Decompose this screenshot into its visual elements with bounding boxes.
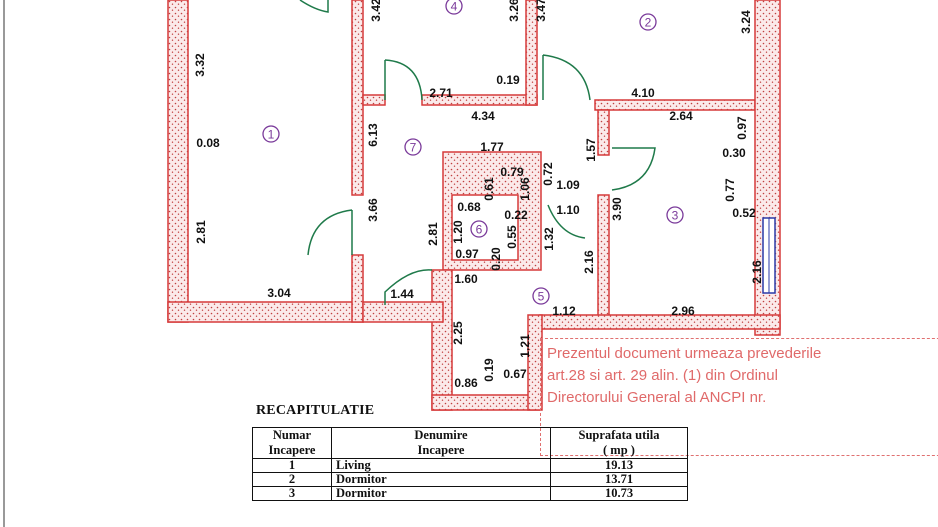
dimension-label: 3.47 xyxy=(534,0,548,22)
dimension-label: 1.12 xyxy=(552,304,576,318)
dimension-label: 1.57 xyxy=(584,138,598,162)
dimension-label: 3.32 xyxy=(193,53,207,77)
dimension-label: 3.04 xyxy=(267,286,291,300)
row-number: 3 xyxy=(252,486,332,501)
room-number-marker: 3 xyxy=(666,206,684,224)
dimension-label: 3.66 xyxy=(366,198,380,222)
room-markers: 1 2 3 4 5 6 7 xyxy=(262,0,684,305)
dimension-label: 2.81 xyxy=(426,222,440,246)
room-number-marker: 5 xyxy=(532,287,550,305)
dimension-label: 1.77 xyxy=(480,140,504,154)
dimension-label: 0.52 xyxy=(732,206,756,220)
svg-text:7: 7 xyxy=(410,141,417,155)
dimension-label: 1.21 xyxy=(518,334,532,358)
row-area: 10.73 xyxy=(550,486,688,501)
doors xyxy=(299,0,656,305)
dimension-label: 2.16 xyxy=(582,250,596,274)
dimension-label: 1.06 xyxy=(518,177,532,201)
header-name: Denumire Incapere xyxy=(331,427,551,459)
dimension-label: 4.10 xyxy=(631,86,655,100)
dimension-label: 2.96 xyxy=(671,304,695,318)
dimension-label: 3.42 xyxy=(369,0,383,22)
dimension-label: 1.20 xyxy=(451,220,465,244)
svg-text:3: 3 xyxy=(672,209,679,223)
recap-header-row: Numar Incapere Denumire Incapere Suprafa… xyxy=(252,427,688,459)
table-row: 2 Dormitor 13.71 xyxy=(252,472,688,487)
dimension-label: 0.86 xyxy=(454,376,478,390)
dimension-label: 1.60 xyxy=(454,272,478,286)
dimension-label: 2.71 xyxy=(429,86,453,100)
dimension-label: 1.10 xyxy=(556,203,580,217)
room-number-marker: 2 xyxy=(639,13,657,31)
dimension-label: 0.55 xyxy=(505,225,519,249)
row-area: 19.13 xyxy=(550,458,688,473)
dimension-label: 0.77 xyxy=(723,178,737,202)
dimension-labels: 3.42 3.26 3.47 3.24 3.32 2.71 0.19 4.10 4.34 0.08… xyxy=(193,0,764,390)
svg-text:6: 6 xyxy=(476,223,483,237)
dimension-label: 0.22 xyxy=(504,208,528,222)
dimension-label: 4.34 xyxy=(471,109,495,123)
table-row: 1 Living 19.13 xyxy=(252,458,688,473)
dimension-label: 3.26 xyxy=(507,0,521,22)
dimension-label: 0.19 xyxy=(482,358,496,382)
dimension-label: 3.24 xyxy=(739,10,753,34)
recap-table: Numar Incapere Denumire Incapere Suprafa… xyxy=(252,427,688,501)
dimension-label: 0.79 xyxy=(500,165,524,179)
svg-text:1: 1 xyxy=(268,128,275,142)
svg-text:5: 5 xyxy=(538,290,545,304)
dimension-label: 1.44 xyxy=(390,287,414,301)
dimension-label: 0.30 xyxy=(722,146,746,160)
dimension-label: 0.19 xyxy=(496,73,520,87)
stamp-line: Prezentul document urmeaza prevederile xyxy=(547,345,822,362)
header-area: Suprafata utila ( mp ) xyxy=(550,427,688,459)
row-name: Dormitor xyxy=(331,472,551,487)
room-number-marker: 7 xyxy=(404,138,422,156)
dimension-label: 0.97 xyxy=(735,116,749,140)
walls xyxy=(167,0,781,411)
room-number-marker: 1 xyxy=(262,125,280,143)
recap-title: RECAPITULATIE xyxy=(256,403,375,418)
row-number: 1 xyxy=(252,458,332,473)
dimension-label: 2.81 xyxy=(194,220,208,244)
dimension-label: 0.97 xyxy=(455,247,479,261)
dimension-label: 0.68 xyxy=(457,200,481,214)
dimension-label: 0.72 xyxy=(541,162,555,186)
dimension-label: 0.61 xyxy=(482,177,496,201)
dimension-label: 2.16 xyxy=(750,260,764,284)
dimension-label: 2.64 xyxy=(669,109,693,123)
room-number-marker: 6 xyxy=(470,220,488,238)
dimension-label: 6.13 xyxy=(366,123,380,147)
dimension-label: 0.08 xyxy=(196,136,220,150)
row-number: 2 xyxy=(252,472,332,487)
room-number-marker: 4 xyxy=(445,0,463,15)
row-name: Living xyxy=(331,458,551,473)
dimension-label: 3.90 xyxy=(610,197,624,221)
dimension-label: 1.32 xyxy=(542,227,556,251)
row-area: 13.71 xyxy=(550,472,688,487)
dimension-label: 2.25 xyxy=(451,321,465,345)
dimension-label: 0.67 xyxy=(503,367,527,381)
legal-stamp: Prezentul document urmeaza prevederile a… xyxy=(540,338,938,456)
dimension-label: 1.09 xyxy=(556,178,580,192)
svg-text:2: 2 xyxy=(645,16,652,30)
svg-text:4: 4 xyxy=(451,0,458,14)
stamp-line: Directorului General al ANCPI nr. xyxy=(547,389,767,406)
table-row: 3 Dormitor 10.73 xyxy=(252,486,688,501)
row-name: Dormitor xyxy=(331,486,551,501)
dimension-label: 0.20 xyxy=(489,247,503,271)
stamp-line: art.28 si art. 29 alin. (1) din Ordinul xyxy=(547,367,778,384)
header-number: Numar Incapere xyxy=(252,427,332,459)
